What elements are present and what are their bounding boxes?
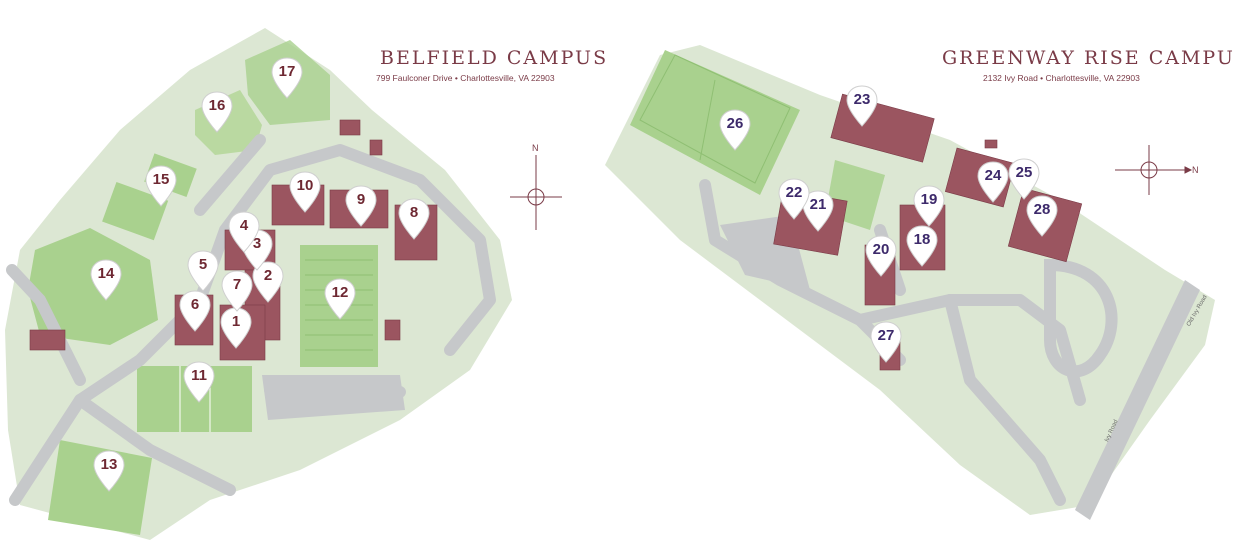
map-marker-27[interactable]: 27 [869,320,903,364]
marker-number: 26 [726,115,744,132]
marker-number: 28 [1033,201,1051,218]
marker-number: 9 [356,191,366,208]
marker-number: 27 [877,327,895,344]
marker-number: 25 [1015,164,1033,181]
map-marker-24[interactable]: 24 [976,160,1010,204]
greenway-compass-north-label: N [1192,165,1199,175]
map-marker-11[interactable]: 11 [182,360,216,404]
map-marker-6[interactable]: 6 [178,289,212,333]
map-marker-16[interactable]: 16 [200,90,234,134]
map-marker-15[interactable]: 15 [144,164,178,208]
map-pin-icon [90,259,122,301]
marker-number: 21 [809,196,827,213]
marker-number: 22 [785,184,803,201]
map-pin-icon [913,185,945,227]
marker-number: 6 [190,296,200,313]
map-pin-icon [846,85,878,127]
map-marker-14[interactable]: 14 [89,258,123,302]
marker-number: 11 [191,367,207,384]
map-pin-icon [187,250,219,292]
marker-number: 18 [913,231,931,248]
map-pin-icon [1026,195,1058,237]
map-marker-7[interactable]: 7 [220,269,254,313]
marker-number: 10 [296,177,314,194]
map-pin-icon [1008,158,1040,200]
marker-number: 7 [232,276,242,293]
marker-number: 5 [198,256,208,273]
map-pin-icon [870,321,902,363]
marker-number: 16 [208,97,226,114]
marker-number: 3 [252,235,262,252]
map-pin-icon [865,235,897,277]
marker-number: 12 [331,284,349,301]
map-marker-13[interactable]: 13 [92,449,126,493]
greenway-campus-map [605,45,1215,520]
map-pin-icon [719,109,751,151]
map-marker-1[interactable]: 1 [219,306,253,350]
field-26 [630,50,800,195]
marker-number: 2 [263,267,273,284]
map-pin-icon [221,270,253,312]
map-pin-icon [906,225,938,267]
marker-number: 24 [984,167,1002,184]
marker-number: 14 [97,265,115,282]
map-pin-icon [271,57,303,99]
greenway-campus-address: 2132 Ivy Road • Charlottesville, VA 2290… [983,73,1140,83]
marker-number: 1 [231,313,241,330]
map-pin-icon [201,91,233,133]
greenway-campus-title: GREENWAY RISE CAMPUS [942,47,1235,69]
field-15-courts [102,181,169,241]
marker-number: 23 [853,91,871,108]
map-pin-icon [324,278,356,320]
map-pin-icon [289,171,321,213]
map-pin-icon [228,211,260,253]
map-pin-icon [183,361,215,403]
map-marker-9[interactable]: 9 [344,184,378,228]
map-marker-19[interactable]: 19 [912,184,946,228]
map-pin-icon [345,185,377,227]
parking-lot [262,375,405,420]
ivy-road [1075,280,1200,520]
marker-number: 20 [872,241,890,258]
map-marker-21[interactable]: 21 [801,189,835,233]
belfield-campus-address: 799 Faulconer Drive • Charlottesville, V… [376,73,555,83]
map-marker-2[interactable]: 2 [251,260,285,304]
belfield-compass-north-label: N [532,143,539,153]
map-pin-icon [252,261,284,303]
map-marker-25[interactable]: 25 [1007,157,1041,201]
map-marker-12[interactable]: 12 [323,277,357,321]
marker-number: 13 [100,456,118,473]
map-marker-18[interactable]: 18 [905,224,939,268]
map-pin-icon [220,307,252,349]
map-marker-17[interactable]: 17 [270,56,304,100]
marker-number: 4 [239,217,249,234]
map-marker-26[interactable]: 26 [718,108,752,152]
map-pin-icon [977,161,1009,203]
field-13 [48,440,152,535]
field-14-baseball [28,228,158,345]
map-marker-4[interactable]: 4 [227,210,261,254]
map-pin-icon [398,198,430,240]
belfield-compass [510,155,562,230]
map-marker-22[interactable]: 22 [777,177,811,221]
marker-number: 15 [152,171,170,188]
map-marker-10[interactable]: 10 [288,170,322,214]
map-pin-icon [179,290,211,332]
map-pin-icon [93,450,125,492]
belfield-campus-title: BELFIELD CAMPUS [380,47,609,69]
greenway-compass [1115,145,1193,195]
map-marker-8[interactable]: 8 [397,197,431,241]
map-pin-icon [778,178,810,220]
map-marker-5[interactable]: 5 [186,249,220,293]
map-marker-20[interactable]: 20 [864,234,898,278]
marker-number: 8 [409,204,419,221]
marker-number: 19 [920,191,938,208]
map-marker-28[interactable]: 28 [1025,194,1059,238]
parking-loop [1044,258,1118,378]
marker-number: 17 [278,63,296,80]
map-pin-icon [145,165,177,207]
map-marker-23[interactable]: 23 [845,84,879,128]
